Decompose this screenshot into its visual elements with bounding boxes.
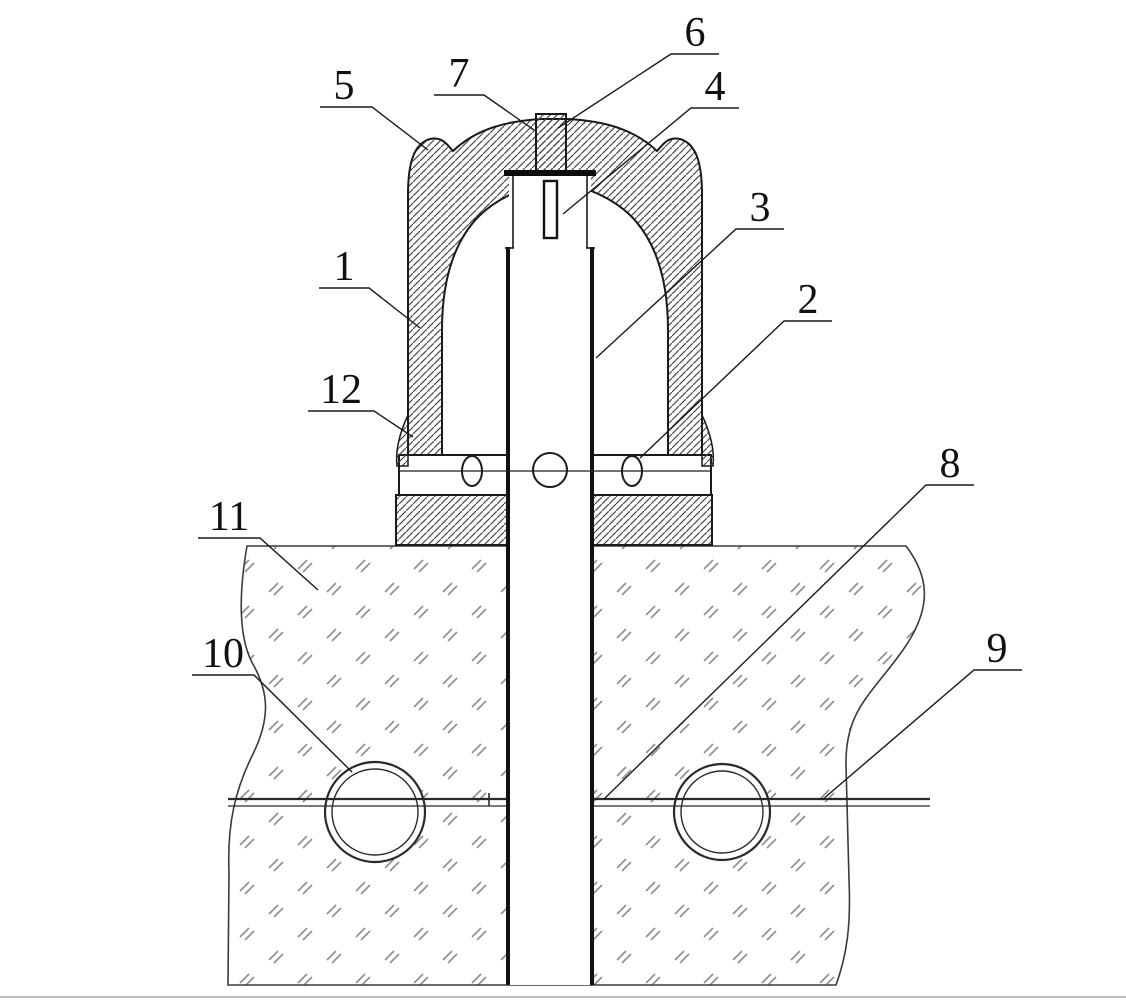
pipe-bore [509,175,591,985]
base-block-left [395,494,508,546]
leader-line-11 [198,537,319,591]
dome-skirt-left [395,414,409,467]
right-pipe-section-outer [672,762,772,862]
part-label-8: 8 [940,441,961,487]
leader-line-4 [562,107,739,215]
right-pipe-section-inner [680,770,764,854]
part-label-4: 4 [705,64,726,110]
part-label-9: 9 [987,626,1008,672]
flange-fasteners [399,452,711,488]
leader-line-12 [308,410,414,438]
leader-lines [192,53,1022,801]
leader-line-5 [320,106,429,151]
part-labels: 5 7 6 4 3 1 2 12 11 8 10 9 [202,10,1008,677]
leader-line-9 [821,669,1022,801]
left-pipe-section-inner [331,768,419,856]
inner-rod [542,179,559,240]
part-label-6: 6 [685,10,706,56]
central-riser-pipe [505,175,595,985]
base-block-right [592,494,713,546]
center-port [532,452,568,488]
left-pipe-section-outer [323,760,427,864]
leader-line-10 [192,674,353,773]
buried-pipe-sections [323,760,772,864]
dome-shell [395,118,715,467]
dome-skirt-right [701,414,715,467]
part-label-2: 2 [798,277,819,323]
part-label-12: 12 [320,367,362,413]
part-label-11: 11 [209,494,249,540]
part-label-10: 10 [202,631,244,677]
leader-line-3 [595,228,784,359]
dome-wall-ring [407,118,703,456]
leader-line-8 [603,484,974,800]
leader-line-2 [639,320,832,459]
part-label-1: 1 [334,244,355,290]
part-label-5: 5 [334,63,355,109]
part-label-3: 3 [750,185,771,231]
part-label-7: 7 [449,51,470,97]
leader-line-6 [557,53,719,129]
leader-line-1 [319,287,421,329]
leader-line-7 [434,94,535,131]
top-plug [535,113,567,175]
